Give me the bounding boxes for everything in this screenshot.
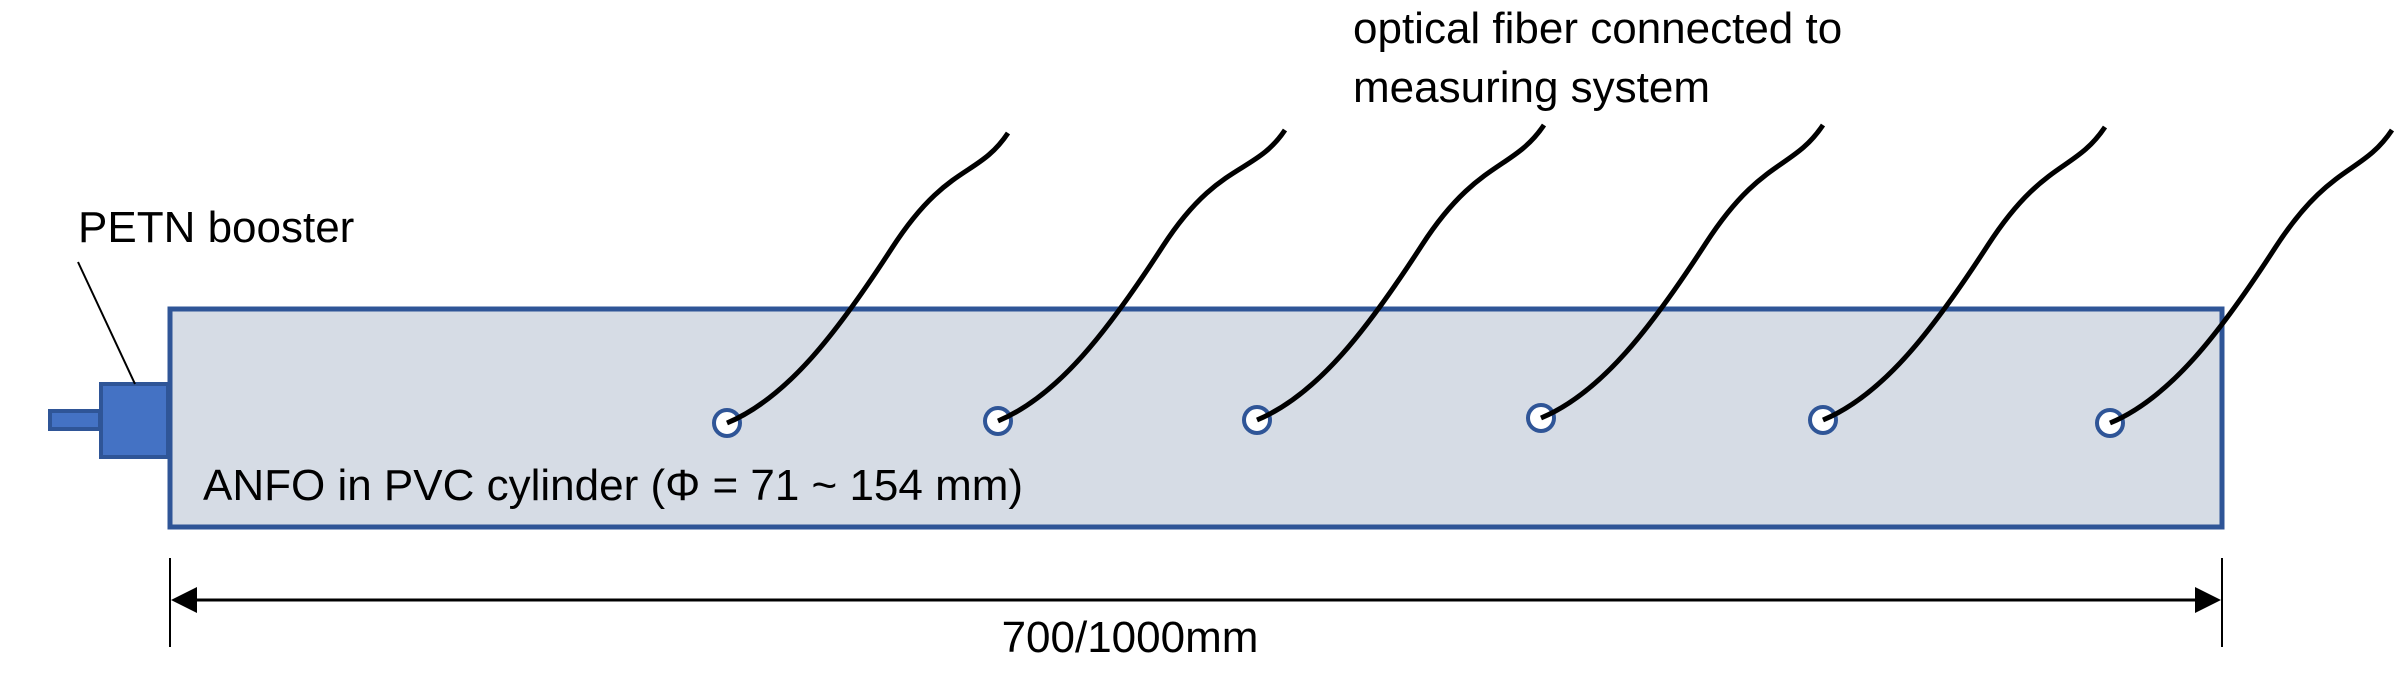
arrowhead-right bbox=[2195, 587, 2221, 613]
fiber-label-line1: optical fiber connected to bbox=[1353, 4, 1842, 53]
petn-booster bbox=[99, 382, 170, 459]
optical-fiber-2 bbox=[997, 128, 1288, 424]
fiber-label-line2: measuring system bbox=[1353, 63, 1710, 112]
fibers bbox=[712, 123, 2395, 438]
pvc-cylinder bbox=[167, 306, 2225, 530]
optical-fiber-6 bbox=[2109, 128, 2395, 426]
optical-fiber-1 bbox=[726, 131, 1011, 426]
cylinder-label: ANFO in PVC cylinder (Φ = 71 ~ 154 mm) bbox=[203, 461, 1023, 510]
booster-leader-line bbox=[77, 261, 136, 385]
optical-fiber-4 bbox=[1540, 123, 1826, 421]
booster-stick bbox=[48, 409, 102, 431]
arrowhead-left bbox=[171, 587, 197, 613]
optical-fiber-5 bbox=[1822, 125, 2108, 423]
optical-fiber-3 bbox=[1256, 123, 1547, 423]
dimension-label: 700/1000mm bbox=[1002, 613, 1259, 662]
booster-label: PETN booster bbox=[78, 203, 354, 252]
